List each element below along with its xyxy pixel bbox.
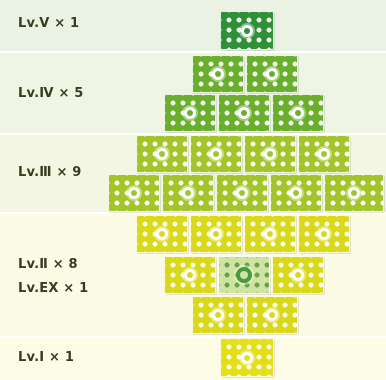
- tile-lv3[interactable]: [190, 135, 242, 173]
- tile-lv2[interactable]: [298, 215, 350, 253]
- band-level-5: [0, 0, 386, 51]
- tile-lv3[interactable]: [162, 174, 214, 212]
- level-5-label: Lv.Ⅴ × 1: [18, 16, 80, 31]
- tile-lv2[interactable]: [246, 296, 298, 334]
- tile-lv5[interactable]: [220, 11, 274, 50]
- tile-lv2[interactable]: [164, 256, 216, 294]
- tile-lv4[interactable]: [218, 94, 270, 132]
- level-4-label: Lv.Ⅳ × 5: [18, 86, 84, 101]
- tile-lv3[interactable]: [298, 135, 350, 173]
- level-3-label: Lv.Ⅲ × 9: [18, 165, 82, 180]
- tile-lv3[interactable]: [136, 135, 188, 173]
- tile-lv3[interactable]: [270, 174, 322, 212]
- tile-lv3[interactable]: [216, 174, 268, 212]
- tile-lv3[interactable]: [108, 174, 160, 212]
- tile-lv2[interactable]: [192, 296, 244, 334]
- tile-lv3[interactable]: [324, 174, 384, 212]
- band-level-1: [0, 338, 386, 380]
- level-1-label: Lv.Ⅰ × 1: [18, 350, 75, 365]
- tile-lv2[interactable]: [272, 256, 324, 294]
- tile-lv4[interactable]: [272, 94, 324, 132]
- tile-lv4[interactable]: [164, 94, 216, 132]
- level-ex-label: Lv.EX × 1: [18, 281, 89, 296]
- tile-lv3[interactable]: [244, 135, 296, 173]
- level-2-label: Lv.Ⅱ × 8: [18, 257, 78, 272]
- tile-lvex[interactable]: [218, 256, 270, 294]
- tile-lv2[interactable]: [190, 215, 242, 253]
- tile-lv4[interactable]: [246, 55, 298, 93]
- tile-lv2[interactable]: [244, 215, 296, 253]
- tile-lv2[interactable]: [136, 215, 188, 253]
- tile-lv1[interactable]: [220, 338, 274, 377]
- tile-lv4[interactable]: [192, 55, 244, 93]
